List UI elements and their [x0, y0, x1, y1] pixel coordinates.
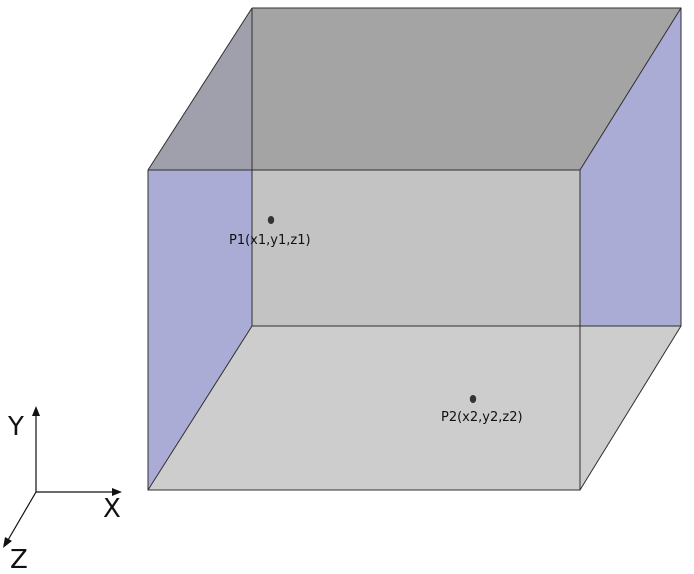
cuboid-edges [147, 7, 682, 491]
z-axis-label: Z [10, 545, 28, 574]
x-axis-label: X [103, 494, 121, 524]
bottom-face [148, 326, 681, 490]
point-p2-label: P2(x2,y2,z2) [441, 410, 523, 425]
point-p2-marker [469, 395, 477, 403]
y-axis-arrowhead [32, 406, 40, 416]
top-face [148, 8, 681, 170]
z-axis-line [7, 491, 37, 541]
x-axis-arrowhead [112, 488, 122, 496]
point-p1-label: P1(x1,y1,z1) [229, 233, 311, 248]
axes: Y X Z [3, 406, 122, 574]
z-axis-arrowhead [3, 537, 12, 548]
point-p1-marker [267, 216, 275, 224]
y-axis-label: Y [7, 412, 24, 442]
